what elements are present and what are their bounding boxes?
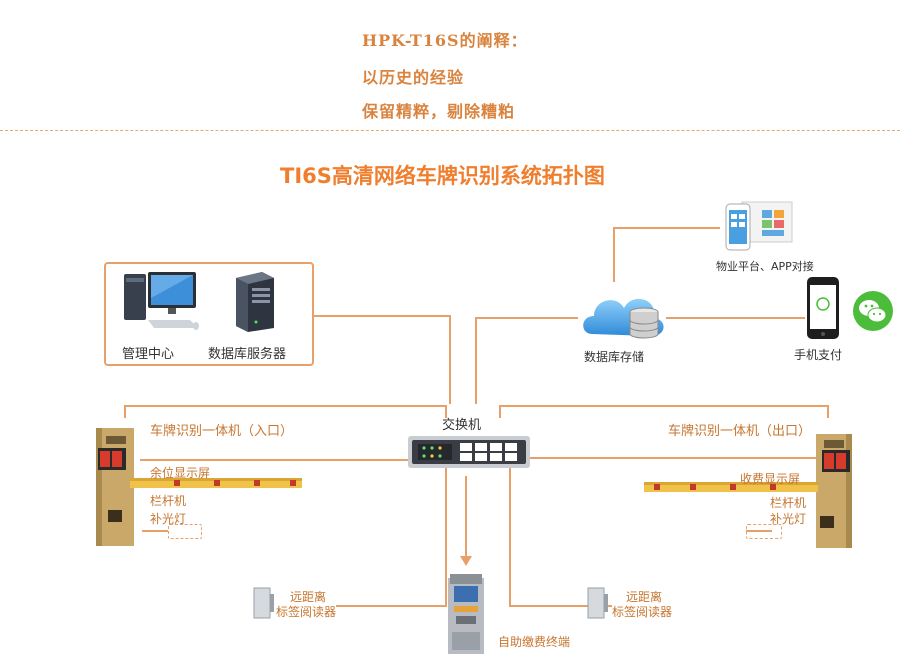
reader-left-line2: 标签阅读器 [276,605,337,619]
wechat-icon [853,291,893,331]
header-line-3: 保留精粹，剔除糟粕 [362,102,516,121]
rfid-reader-left-icon [253,587,274,619]
exit-gate-icon [644,434,852,548]
property-platform-label: 物业平台、APP对接 [716,260,814,273]
fill-light-right-label: 补光灯 [770,512,807,526]
server-tower-icon [236,272,274,332]
server-group-box [104,262,314,366]
database-server-label: 数据库服务器 [208,347,287,362]
database-storage-label: 数据库存储 [584,350,645,364]
cloud-storage-icon [583,298,664,339]
fill-light-left-box [168,524,202,539]
barrier-left-label: 栏杆机 [150,494,187,508]
computer-icon [124,272,199,330]
fill-light-right-box [746,524,782,539]
header-line-1: HPK-T16S的阐释： [362,31,528,50]
reader-right-line2: 标签阅读器 [612,605,673,619]
self-service-kiosk-icon [448,574,484,654]
fee-display-label: 收费显示屏 [740,472,801,486]
platform-app-icon [725,201,793,251]
reader-right-line1: 远距离 [626,590,663,604]
reader-left-line1: 远距离 [290,590,327,604]
lpr-exit-label: 车牌识别一体机（出口） [668,424,812,439]
remaining-display-label: 余位显示屏 [150,466,211,480]
smartphone-icon [807,277,839,339]
diagram-title: TI6S高清网络车牌识别系统拓扑图 [280,164,605,188]
header-divider [0,130,900,131]
lpr-entry-label: 车牌识别一体机（入口） [150,424,294,439]
kiosk-label: 自助缴费终端 [498,635,571,649]
management-center-label: 管理中心 [122,347,175,362]
switch-label: 交换机 [442,418,482,433]
mobile-payment-label: 手机支付 [794,348,843,362]
rfid-reader-right-icon [587,587,608,619]
entry-gate-icon [96,428,302,546]
network-switch-icon [408,436,530,468]
header-line-2: 以历史的经验 [362,68,465,87]
fill-light-left-label: 补光灯 [150,512,187,526]
barrier-right-label: 栏杆机 [770,496,807,510]
